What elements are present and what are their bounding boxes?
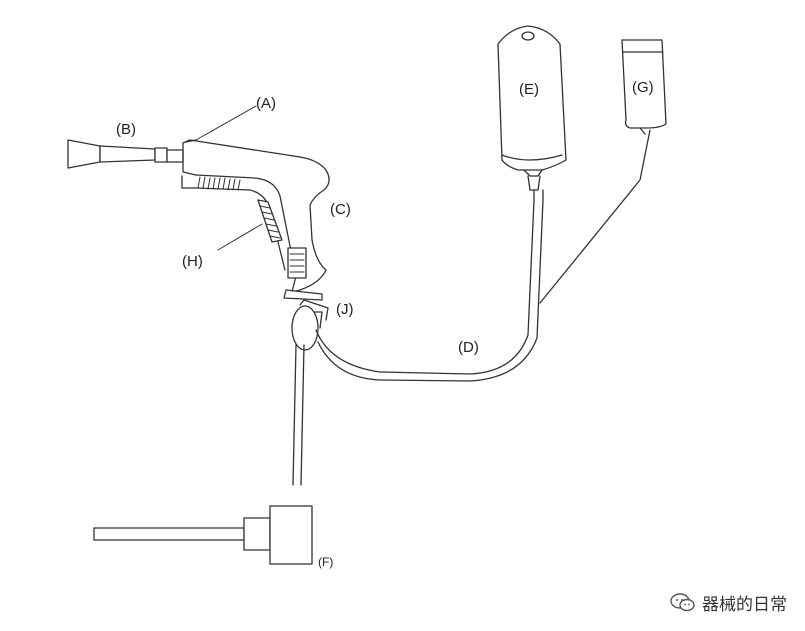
watermark-text: 器械的日常: [702, 595, 787, 615]
label-g: (G): [632, 79, 654, 96]
label-f: (F): [318, 555, 333, 569]
label-h: (H): [182, 253, 203, 270]
labels: (A) (B) (C) (D) (E) (F) (G) (H) (J): [116, 79, 654, 569]
label-a: (A): [256, 95, 276, 112]
watermark: 器械的日常: [670, 590, 787, 615]
gun-body: [181, 139, 330, 301]
label-c: (C): [330, 201, 351, 218]
label-e: (E): [519, 81, 539, 98]
wechat-logo-icon: [670, 592, 695, 611]
canister-g: [621, 39, 667, 135]
tube-d: [315, 129, 651, 382]
connector-j: [291, 299, 329, 351]
plug-f: [93, 505, 313, 565]
label-j: (J): [336, 301, 354, 318]
leader-h: [217, 223, 263, 251]
nozzle-tip: [67, 139, 184, 169]
label-b: (B): [116, 121, 136, 138]
leader-a: [195, 105, 257, 141]
leader-lines: [195, 105, 263, 251]
cable-to-f: [292, 344, 305, 486]
fluid-bag-e: [497, 25, 567, 201]
label-d: (D): [458, 339, 479, 356]
